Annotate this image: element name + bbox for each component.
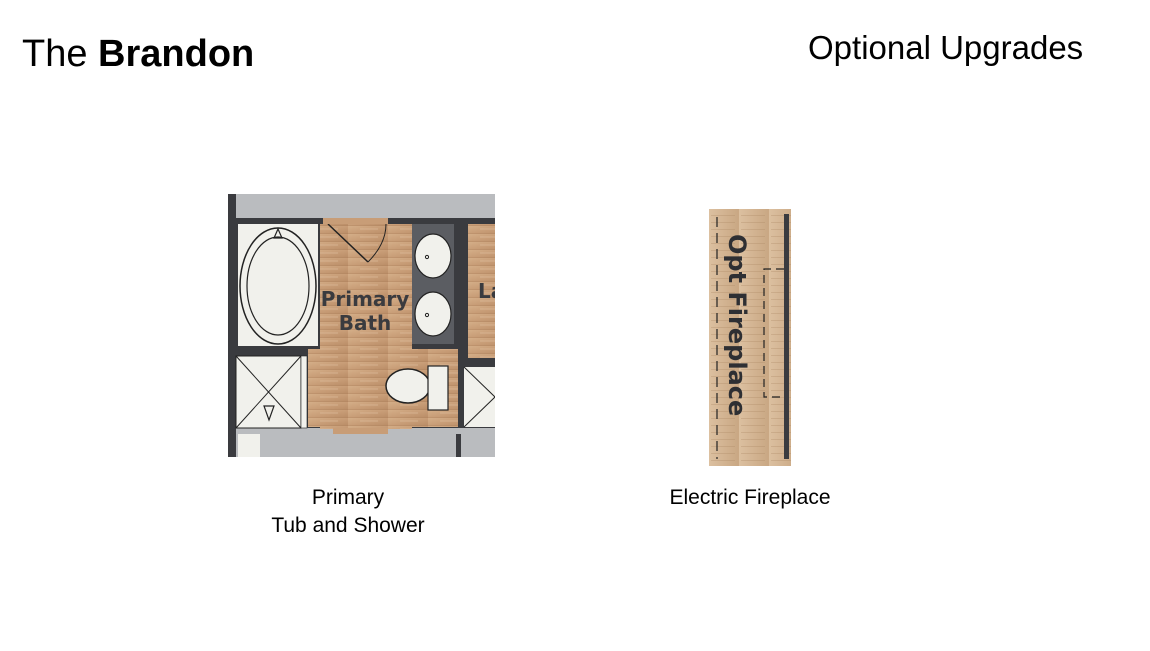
plan-label-fireplace: Opt Fireplace (723, 234, 751, 416)
caption-primary-tub-shower: Primary Tub and Shower (248, 484, 448, 540)
plan-label-primary: Primary (321, 287, 410, 311)
plan-label-partial: La (478, 279, 495, 303)
page-title: The Brandon (22, 32, 254, 76)
plan-label-bath: Bath (339, 311, 392, 335)
primary-bath-floorplan: Primary Bath La (228, 194, 504, 457)
fireplace-floorplan: Opt Fireplace (709, 209, 791, 466)
title-plan-name: Brandon (98, 33, 255, 75)
caption-electric-fireplace: Electric Fireplace (669, 486, 831, 509)
caption-line-1: Primary (311, 486, 385, 509)
caption-line-2: Tub and Shower (271, 514, 425, 537)
title-prefix: The (22, 33, 88, 75)
section-title: Optional Upgrades (808, 29, 1084, 66)
